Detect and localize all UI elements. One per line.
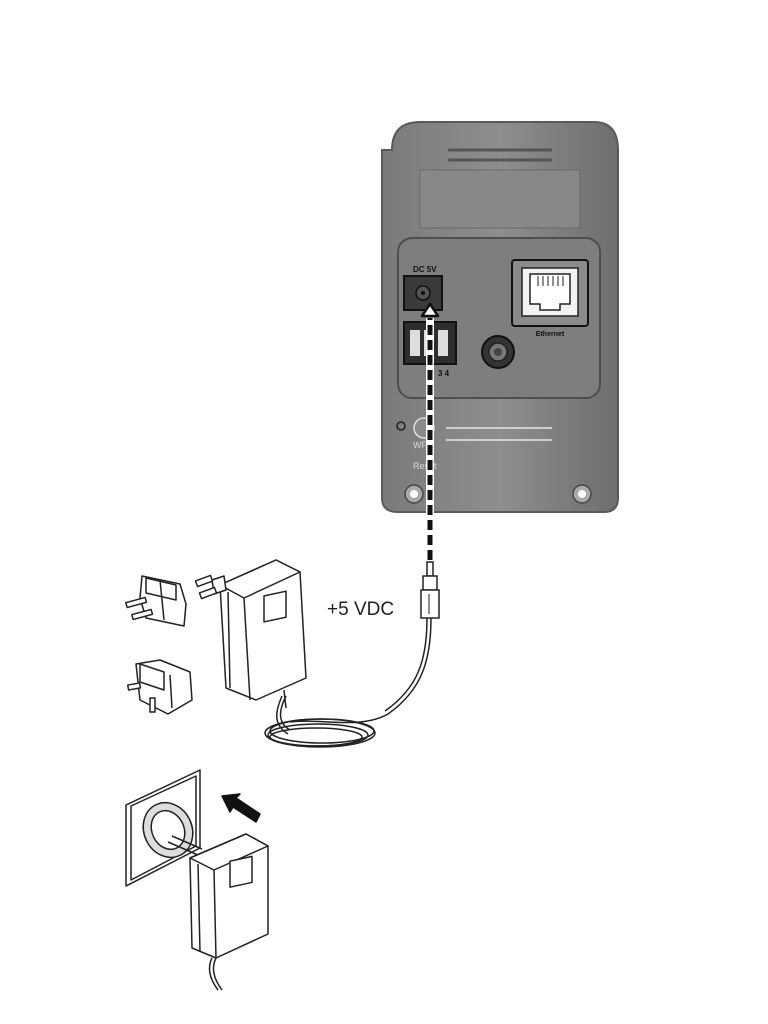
device-rear-view: DC 5V 3 4: [381, 121, 619, 513]
power-label: +5 VDC: [327, 599, 394, 620]
led-indicator: [396, 421, 406, 431]
antenna-connector: [481, 335, 515, 369]
plug-adapter-icon: [125, 575, 187, 627]
dc-plug: [420, 561, 440, 619]
reset-label: Reset: [413, 461, 437, 471]
mounting-hole-left: [404, 484, 424, 504]
adapter-plugged-in: [189, 833, 269, 959]
power-adapter-icon: [194, 559, 307, 709]
ethernet-label: Ethernet: [536, 331, 565, 338]
wps-label: WPS: [413, 440, 434, 450]
arrow-icon: [221, 793, 261, 823]
connection-path: [420, 302, 440, 560]
mounting-hole-right: [572, 484, 592, 504]
wall-socket-icon: [125, 769, 203, 887]
wall-cable: [208, 957, 223, 991]
dc-power-jack: [403, 275, 443, 311]
dc-label: DC 5V: [413, 265, 437, 274]
ethernet-port: [511, 259, 589, 327]
terminal-numbers: 3 4: [438, 369, 450, 378]
plug-adapter-uk-icon: [126, 659, 193, 715]
power-cable: [264, 617, 432, 748]
